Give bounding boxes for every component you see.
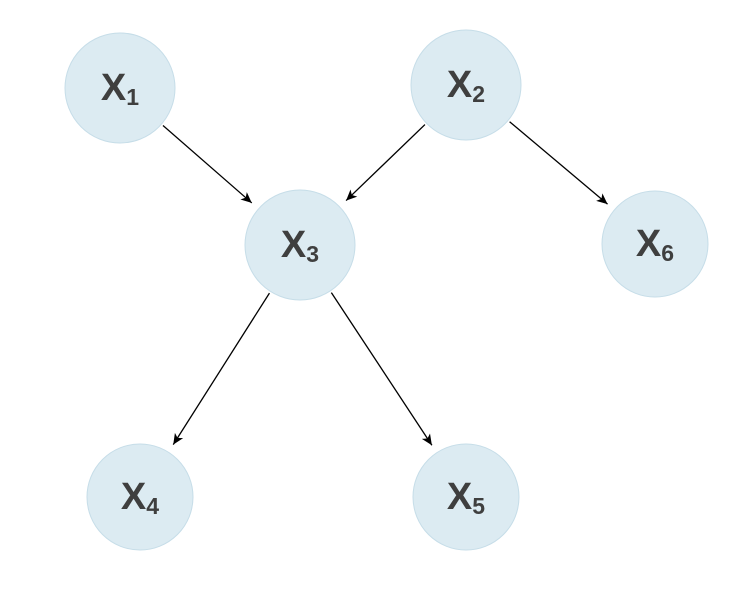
node-label-base: X [101, 67, 127, 109]
node-label: X1 [101, 67, 139, 110]
node-label: X3 [281, 224, 319, 267]
node-label: X2 [447, 64, 485, 107]
node-label-subscript: 1 [126, 84, 139, 110]
node-circle [601, 190, 709, 298]
node-label-base: X [447, 64, 473, 106]
edge-x2-x6 [509, 121, 608, 205]
node-circle [410, 29, 522, 141]
edge-x3-x4 [172, 292, 270, 446]
node-x1: X1 [64, 32, 176, 144]
node-x5: X5 [412, 443, 520, 551]
node-label-subscript: 5 [472, 493, 485, 519]
node-label-subscript: 4 [146, 493, 159, 519]
node-x3: X3 [244, 189, 356, 301]
node-x6: X6 [601, 190, 709, 298]
node-label: X6 [636, 223, 674, 266]
edge-x3-x5 [330, 292, 433, 446]
node-label-subscript: 6 [661, 240, 674, 266]
node-label: X4 [121, 476, 159, 519]
node-label-base: X [121, 476, 147, 518]
node-label-subscript: 3 [306, 241, 319, 267]
edge-x2-x3 [345, 124, 426, 202]
node-x2: X2 [410, 29, 522, 141]
node-label-base: X [281, 224, 307, 266]
edge-x1-x3 [162, 124, 253, 204]
node-circle [64, 32, 176, 144]
node-circle [86, 443, 194, 551]
node-label: X5 [447, 476, 485, 519]
node-x4: X4 [86, 443, 194, 551]
node-circle [244, 189, 356, 301]
node-label-subscript: 2 [472, 81, 485, 107]
node-label-base: X [636, 223, 662, 265]
node-circle [412, 443, 520, 551]
node-label-base: X [447, 476, 473, 518]
